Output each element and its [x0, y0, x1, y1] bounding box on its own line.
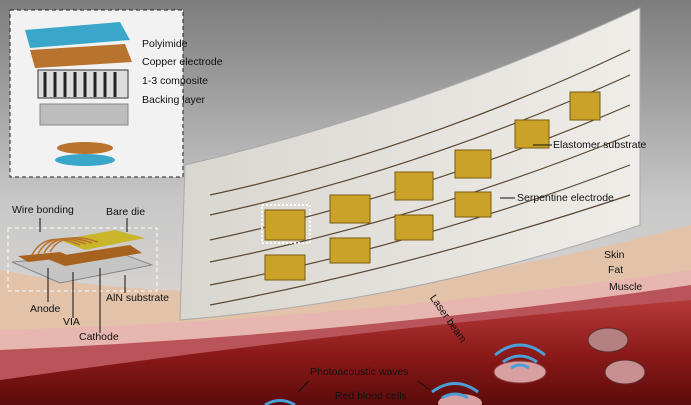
label-bare-die: Bare die — [106, 206, 146, 218]
callout-arrows — [39, 144, 552, 393]
laser-inset — [7, 227, 158, 292]
copper-layer — [30, 44, 132, 68]
gold-pads — [264, 91, 601, 281]
label-fat: Fat — [608, 264, 624, 276]
backing-layer — [39, 103, 129, 126]
cathode-plate — [45, 245, 142, 266]
label-backing-layer: Backing layer — [142, 94, 206, 106]
label-via: VIA — [63, 316, 80, 328]
composite-layer — [37, 69, 129, 99]
label-muscle: Muscle — [609, 281, 643, 293]
label-composite: 1-3 composite — [142, 75, 208, 87]
bottom-copper — [57, 142, 113, 154]
polyimide-layer — [25, 22, 130, 48]
label-red-blood-cells: Red blood cells — [335, 390, 407, 402]
red-blood-cell — [493, 360, 547, 384]
photoacoustic-wave-icon — [264, 343, 546, 405]
label-serpentine-electrode: Serpentine electrode — [517, 192, 614, 204]
label-elastomer-substrate: Elastomer substrate — [553, 139, 647, 151]
red-blood-cell — [604, 359, 646, 385]
wire-bonding — [31, 237, 99, 256]
label-polyimide: Polyimide — [142, 38, 188, 50]
bottom-polyimide — [55, 154, 115, 166]
label-skin: Skin — [604, 249, 625, 261]
label-photoacoustic-waves: Photoacoustic waves — [310, 366, 409, 378]
label-anode: Anode — [30, 303, 61, 315]
label-wire-bonding: Wire bonding — [12, 204, 74, 216]
label-cathode: Cathode — [79, 331, 119, 343]
highlight-box — [261, 204, 311, 244]
red-blood-cell — [587, 327, 629, 353]
label-copper-electrode: Copper electrode — [142, 56, 223, 68]
label-aln-substrate: AlN substrate — [106, 292, 170, 304]
anode-plate — [18, 252, 72, 262]
bare-die — [60, 230, 145, 250]
red-blood-cell — [438, 394, 482, 405]
